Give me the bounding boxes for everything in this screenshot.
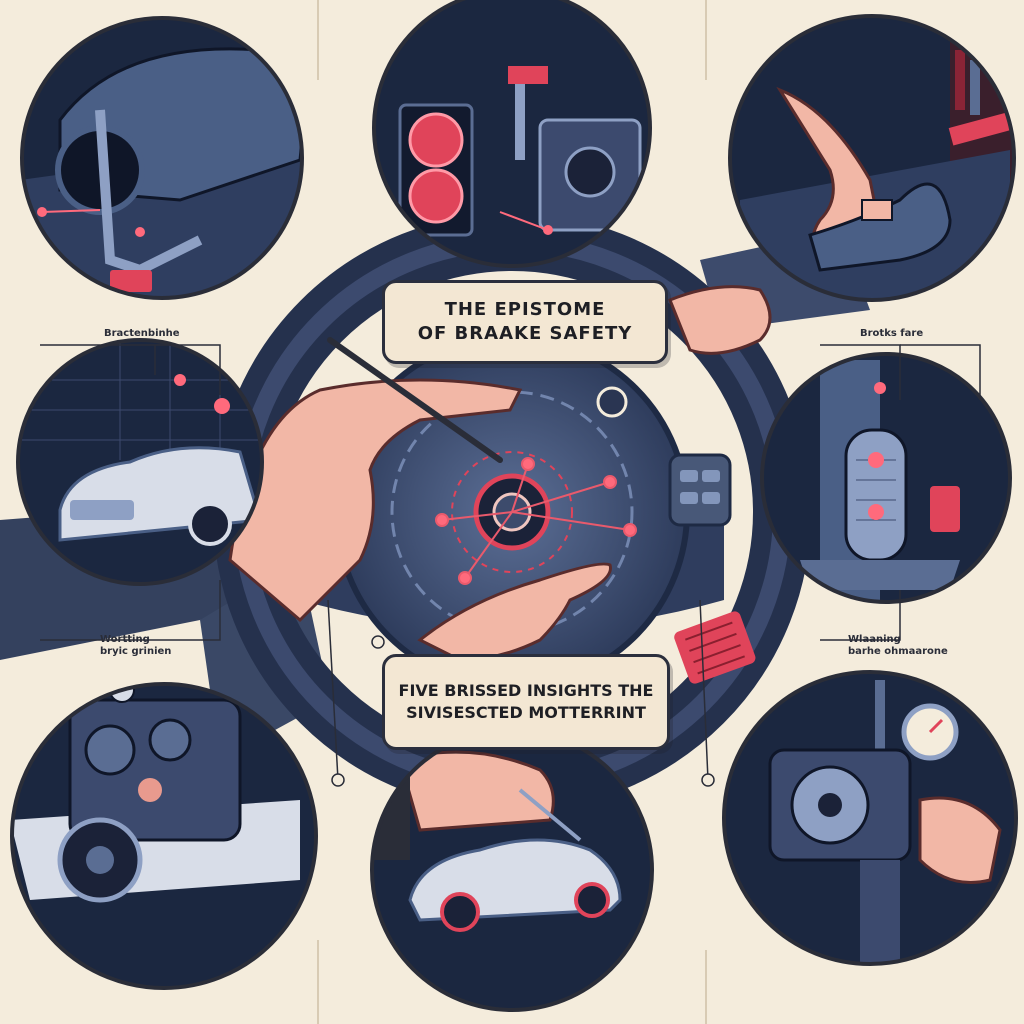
vignette-ring-tr bbox=[728, 14, 1016, 302]
vignette-engine bbox=[12, 684, 316, 988]
callout-left-bottom: Wortting bryic grinien bbox=[100, 634, 171, 658]
vignette-brake-lights bbox=[374, 0, 650, 266]
vignette-foot-pedal bbox=[730, 16, 1014, 300]
vignette-ring-ml bbox=[16, 338, 264, 586]
subheadline-line-2: SIVISESCTED MOTTERRINT bbox=[406, 703, 646, 722]
vignette-car-wheel bbox=[22, 18, 302, 298]
callout-left-bottom-line-1: Wortting bbox=[100, 634, 150, 645]
vignette-sedan bbox=[372, 730, 652, 1010]
callout-right-bottom-line-1: Wlaaning bbox=[848, 634, 901, 645]
callout-right-bottom: Wlaaning barhe ohmaarone bbox=[848, 634, 948, 658]
vignette-ring-br bbox=[722, 670, 1018, 966]
hand-left-illustration bbox=[228, 337, 523, 623]
subheadline-line-1: FIVE BRISSED INSIGHTS THE bbox=[398, 681, 654, 700]
vignette-caliper-gauge bbox=[724, 672, 1016, 964]
vignette-ring-tl bbox=[20, 16, 304, 300]
hand-top-right-illustration bbox=[668, 285, 772, 355]
callout-right-top-label: Brotks fare bbox=[860, 328, 924, 339]
vignette-sports-car bbox=[18, 340, 262, 584]
headline-banner: THE EPISTOME OF BRAAKE SAFETY bbox=[382, 280, 668, 364]
vignette-ring-bl bbox=[10, 682, 318, 990]
subheadline-banner: FIVE BRISSED INSIGHTS THE SIVISESCTED MO… bbox=[382, 654, 670, 750]
callout-right-bottom-line-2: barhe ohmaarone bbox=[848, 646, 948, 657]
vignette-ring-mr bbox=[760, 352, 1012, 604]
vignette-ring-tc bbox=[372, 0, 652, 268]
callout-left-top-label: Bractenbinhe bbox=[104, 328, 180, 339]
callout-left-top: Bractenbinhe bbox=[104, 328, 180, 340]
headline-line-1: THE EPISTOME bbox=[444, 299, 606, 320]
callout-left-bottom-line-2: bryic grinien bbox=[100, 646, 172, 657]
hand-lower-illustration bbox=[417, 562, 612, 662]
callout-leader-lines bbox=[40, 344, 981, 787]
vignette-brake-pad bbox=[762, 354, 1010, 602]
background-guide-lines bbox=[317, 0, 707, 1024]
headline-line-2: OF BRAAKE SAFETY bbox=[417, 323, 633, 344]
callout-right-top: Brotks fare bbox=[860, 328, 923, 340]
